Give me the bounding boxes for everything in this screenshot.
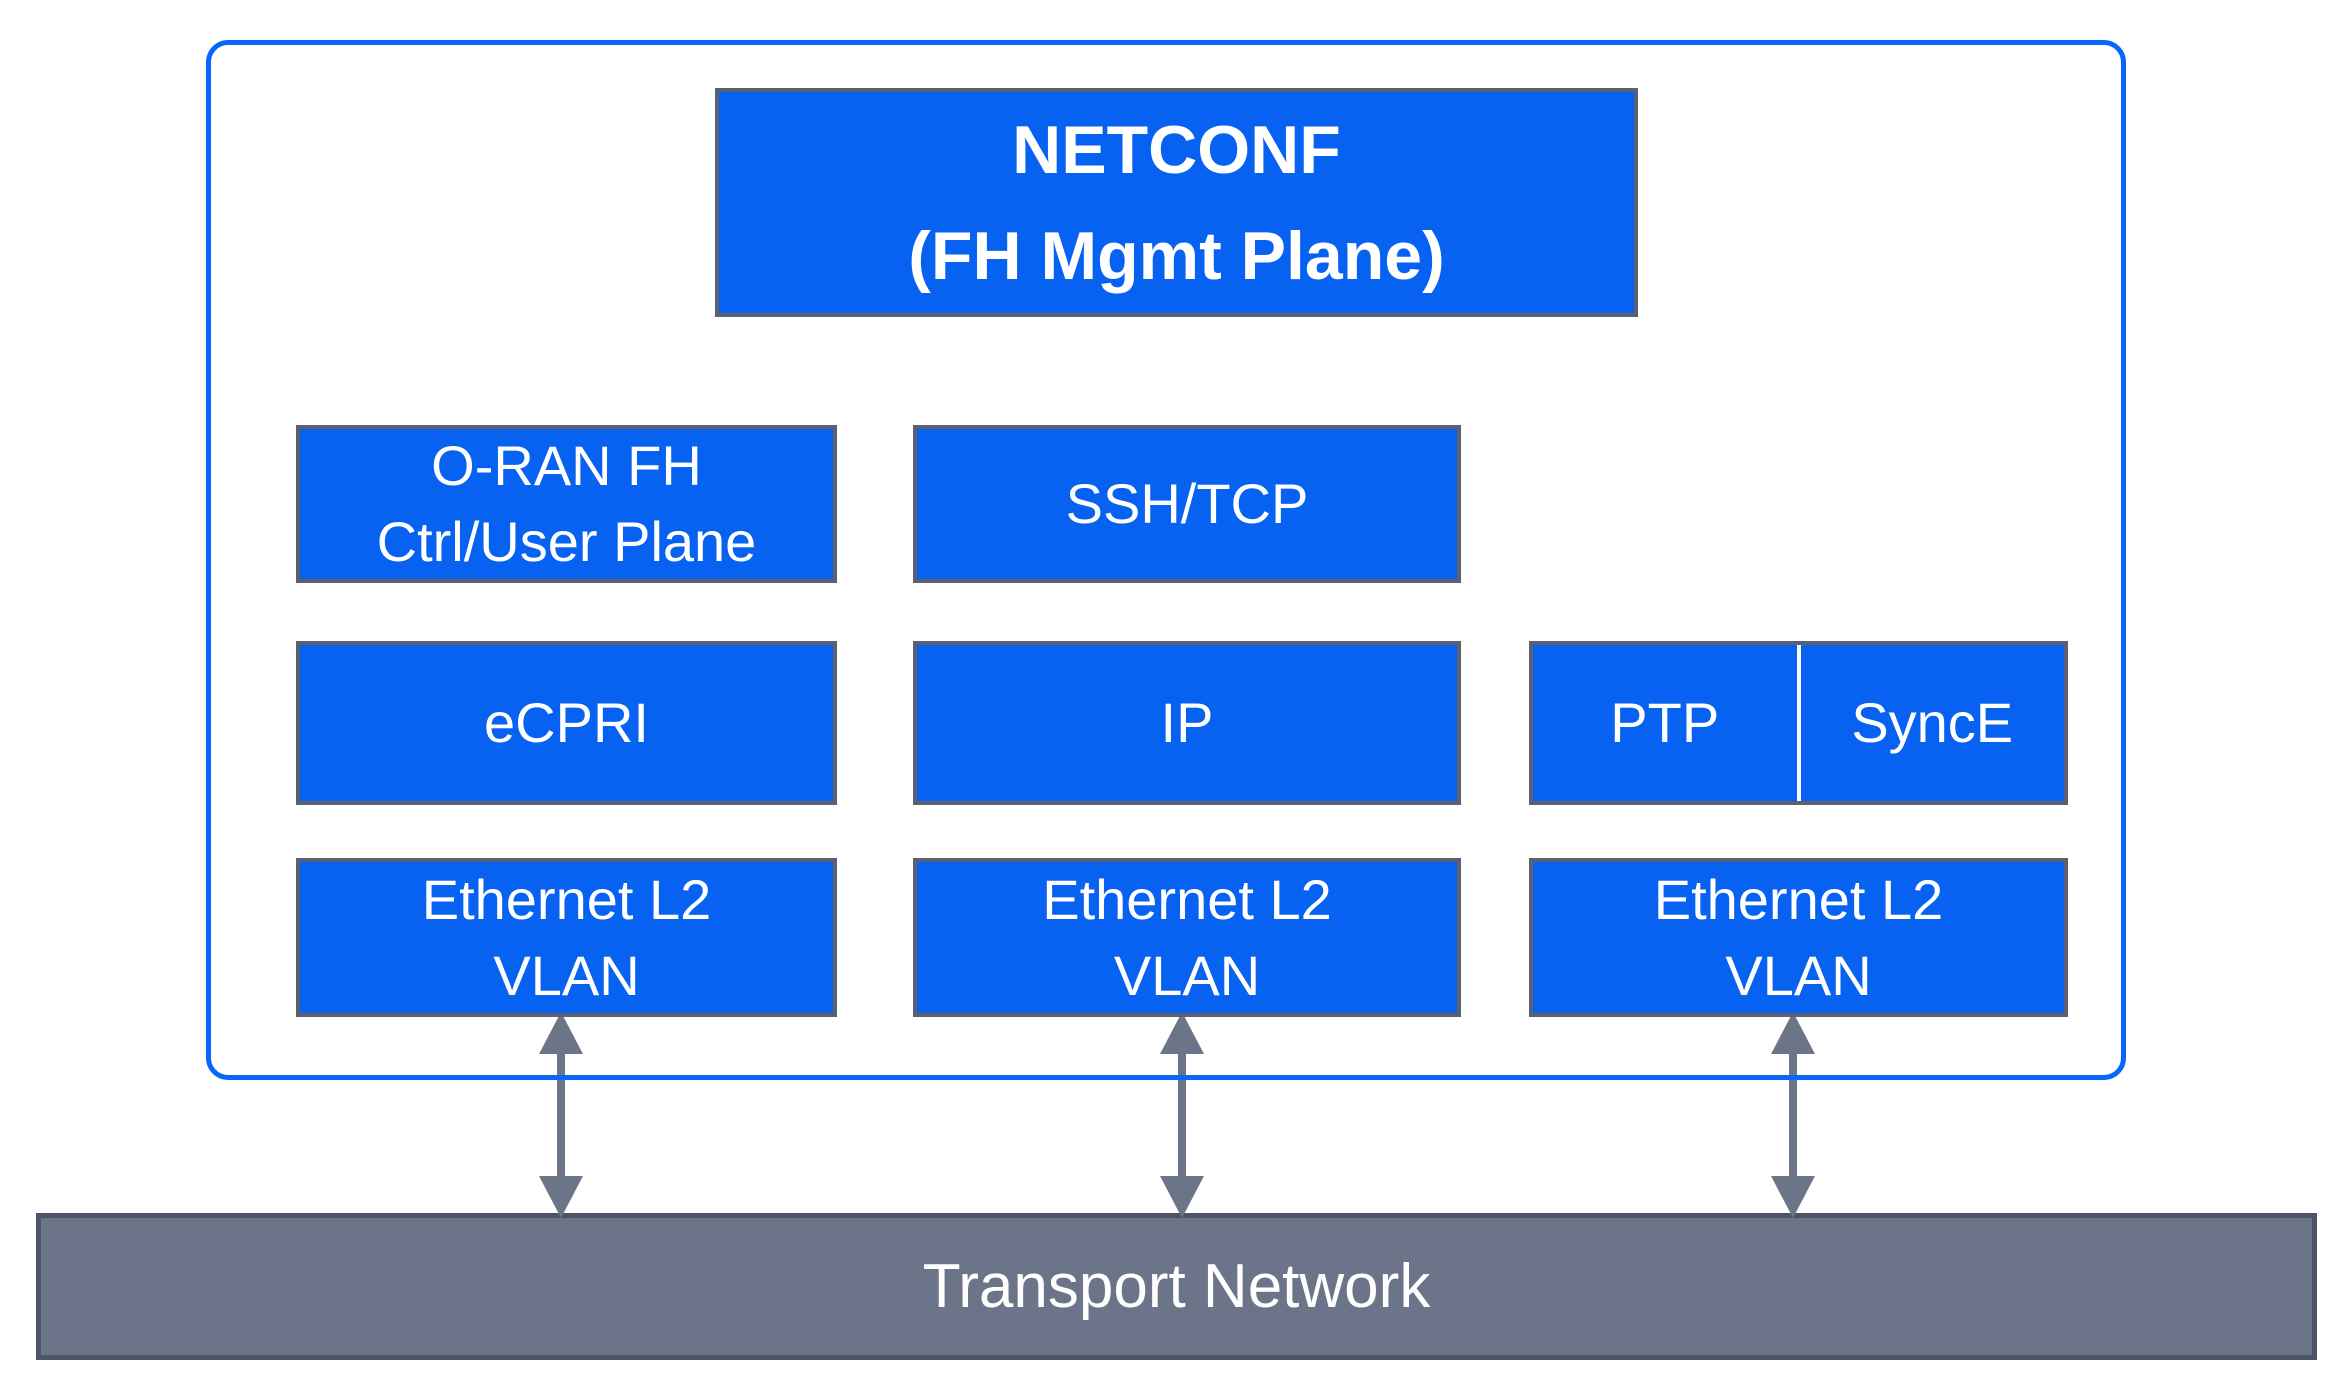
ethernet-l2-vlan-box-3: Ethernet L2 VLAN xyxy=(1529,858,2068,1017)
protocol-stack-container: NETCONF (FH Mgmt Plane) O-RAN FH Ctrl/Us… xyxy=(206,40,2126,1080)
ptp-synce-box: PTP SyncE xyxy=(1529,641,2068,805)
ethernet-line2: VLAN xyxy=(1113,943,1261,1007)
double-arrow-sync-to-transport xyxy=(1771,1012,1815,1218)
netconf-line2: (FH Mgmt Plane) xyxy=(908,217,1445,294)
synce-cell: SyncE xyxy=(1851,691,2014,754)
oran-fh-ctrl-user-plane-box: O-RAN FH Ctrl/User Plane xyxy=(296,425,837,583)
ptp-cell: PTP xyxy=(1610,691,1720,754)
ethernet-line2: VLAN xyxy=(1725,943,1872,1007)
ecpri-box: eCPRI xyxy=(296,641,837,805)
arrowhead-down-icon xyxy=(1771,1176,1815,1218)
arrowhead-up-icon xyxy=(1771,1012,1815,1054)
arrow-shaft xyxy=(1178,1054,1186,1176)
ethernet-line1: Ethernet L2 xyxy=(1653,867,1944,931)
ptp-synce-divider xyxy=(1796,645,1801,801)
double-arrow-ip-to-transport xyxy=(1160,1012,1204,1218)
netconf-line1: NETCONF xyxy=(1012,111,1341,188)
arrowhead-down-icon xyxy=(539,1176,583,1218)
oran-fh-line1: O-RAN FH xyxy=(431,434,702,497)
ecpri-label: eCPRI xyxy=(484,691,649,754)
arrowhead-up-icon xyxy=(1160,1012,1204,1054)
arrow-shaft xyxy=(557,1054,565,1176)
ssh-tcp-box: SSH/TCP xyxy=(913,425,1461,583)
ip-box: IP xyxy=(913,641,1461,805)
ethernet-line1: Ethernet L2 xyxy=(421,867,712,931)
transport-network-label: Transport Network xyxy=(922,1252,1431,1321)
arrow-shaft xyxy=(1789,1054,1797,1176)
ip-label: IP xyxy=(1160,691,1214,754)
arrowhead-down-icon xyxy=(1160,1176,1204,1218)
oran-fh-line2: Ctrl/User Plane xyxy=(376,510,757,573)
netconf-box: NETCONF (FH Mgmt Plane) xyxy=(715,88,1638,317)
ethernet-line1: Ethernet L2 xyxy=(1042,867,1332,931)
ethernet-line2: VLAN xyxy=(493,943,640,1007)
ssh-tcp-label: SSH/TCP xyxy=(1065,472,1309,535)
ethernet-l2-vlan-box-2: Ethernet L2 VLAN xyxy=(913,858,1461,1017)
double-arrow-ecpri-to-transport xyxy=(539,1012,583,1218)
arrowhead-up-icon xyxy=(539,1012,583,1054)
transport-network-bar: Transport Network xyxy=(36,1213,2317,1360)
ethernet-l2-vlan-box-1: Ethernet L2 VLAN xyxy=(296,858,837,1017)
